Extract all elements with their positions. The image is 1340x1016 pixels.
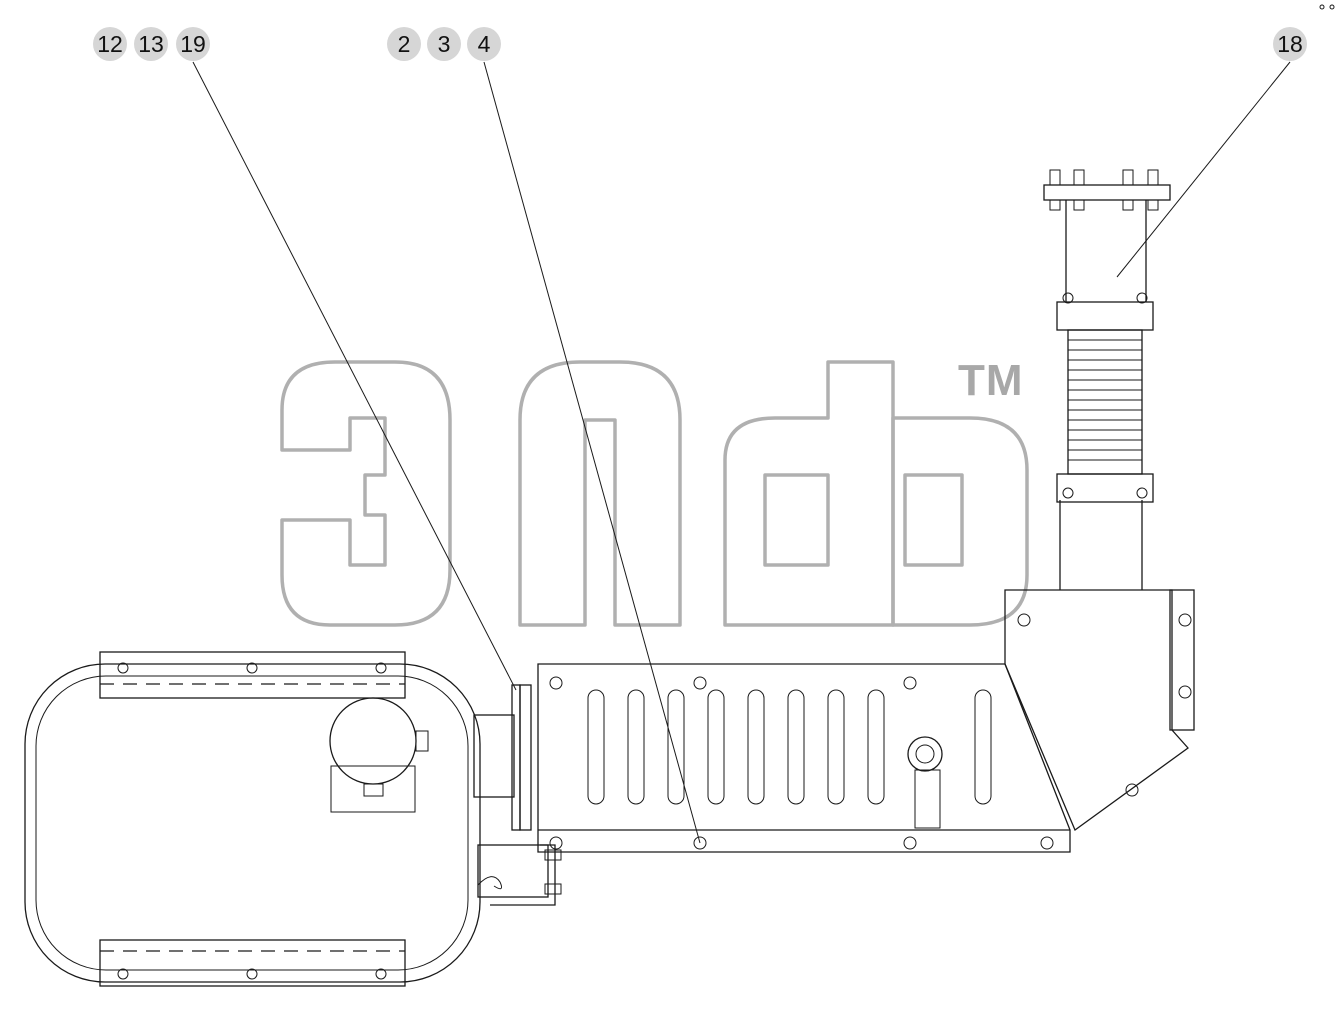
exhaust-pipe-bellows (1043, 169, 1171, 503)
callout-2[interactable]: 2 (387, 27, 421, 61)
corner-mark (1319, 4, 1335, 10)
callout-label: 19 (180, 31, 206, 57)
callout-label: 2 (397, 31, 411, 57)
callout-label: 4 (477, 31, 491, 57)
trademark-symbol: TM (958, 356, 1024, 405)
watermark-logo (280, 360, 1029, 627)
callout-4[interactable]: 4 (467, 27, 501, 61)
callout-18[interactable]: 18 (1273, 27, 1307, 61)
muffler-bolts (549, 676, 1054, 850)
callout-label: 18 (1277, 31, 1303, 57)
callout-label: 13 (138, 31, 164, 57)
inlet-connection (473, 684, 562, 906)
fuel-tank (24, 651, 481, 987)
callout-12[interactable]: 12 (93, 27, 127, 61)
callout-label: 3 (437, 31, 451, 57)
callout-label: 12 (97, 31, 123, 57)
callout-19[interactable]: 19 (176, 27, 210, 61)
callout-3[interactable]: 3 (427, 27, 461, 61)
leader-lines (192, 61, 1291, 844)
muffler-body (537, 663, 1071, 853)
outlet-elbow (1004, 500, 1195, 832)
muffler-slots (587, 689, 992, 805)
callout-13[interactable]: 13 (134, 27, 168, 61)
